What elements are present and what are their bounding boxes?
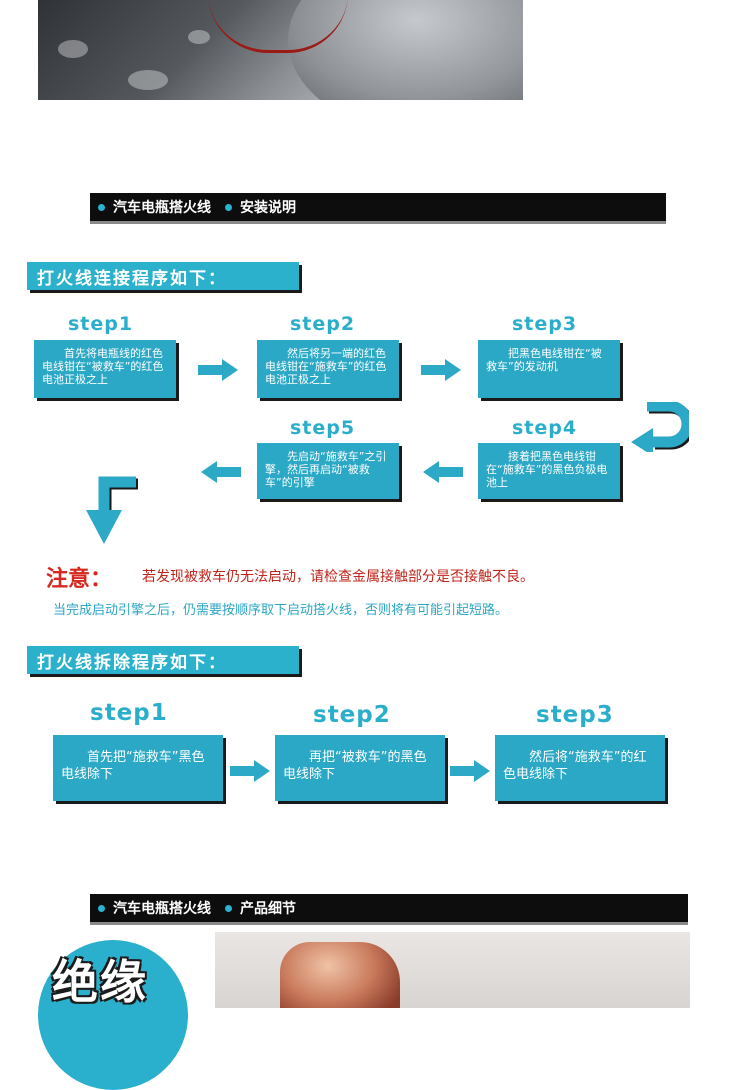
step-label: step1 [68, 313, 134, 335]
step-box: 首先将电瓶线的红色电线钳在“被救车”的红色电池正极之上 [34, 340, 176, 398]
note-label: 注意： [46, 567, 113, 592]
arrow-left-icon [201, 461, 241, 483]
remove-procedure-title: 打火线拆除程序如下： [27, 646, 299, 674]
step-label: step2 [313, 702, 391, 728]
step-box: 接着把黑色电线钳在“施救车”的黑色负极电池上 [478, 443, 620, 499]
step-label: step3 [512, 313, 578, 335]
arrow-right-icon [198, 359, 238, 381]
banner-section-name: 安装说明 [240, 200, 296, 216]
arrow-left-icon [423, 461, 463, 483]
step-box: 再把“被救车”的黑色电线除下 [275, 735, 445, 801]
insulation-badge: 绝缘 [52, 955, 148, 1009]
banner-section-name: 产品细节 [240, 901, 296, 917]
bullet-icon [225, 904, 232, 912]
bullet-icon [98, 203, 105, 211]
product-detail-photo [215, 932, 690, 1008]
section-banner-install: 汽车电瓶搭火线 安装说明 [90, 193, 666, 221]
step-label: step5 [290, 417, 356, 439]
arrow-right-icon [230, 760, 270, 782]
step-label: step1 [90, 700, 168, 726]
top-product-photo [38, 0, 523, 100]
arrow-right-icon [421, 359, 461, 381]
step-label: step4 [512, 417, 578, 439]
bullet-icon [98, 904, 105, 912]
arrow-right-icon [450, 760, 490, 782]
step-box: 然后将另一端的红色电线钳在“施救车”的红色电池正极之上 [257, 340, 399, 398]
banner-product-name: 汽车电瓶搭火线 [113, 200, 211, 216]
step-box: 然后将“施救车”的红色电线除下 [495, 735, 665, 801]
connect-procedure-title: 打火线连接程序如下： [27, 262, 299, 290]
step-box: 首先把“施救车”黑色电线除下 [53, 735, 223, 801]
turn-down-arrow-icon [86, 476, 138, 544]
step-label: step2 [290, 313, 356, 335]
step-box: 把黑色电线钳在“被救车”的发动机 [478, 340, 620, 398]
note-text: 若发现被救车仍无法启动，请检查金属接触部分是否接触不良。 [142, 569, 534, 585]
note-subtext: 当完成启动引擎之后，仍需要按顺序取下启动搭火线，否则将有可能引起短路。 [53, 603, 509, 618]
step-box: 先启动“施救车”之引擎，然后再启动“被救车”的引擎 [257, 443, 399, 499]
bullet-icon [225, 203, 232, 211]
u-turn-arrow-icon [631, 402, 689, 452]
step-label: step3 [536, 702, 614, 728]
banner-product-name: 汽车电瓶搭火线 [113, 901, 211, 917]
section-banner-details: 汽车电瓶搭火线 产品细节 [90, 894, 688, 922]
